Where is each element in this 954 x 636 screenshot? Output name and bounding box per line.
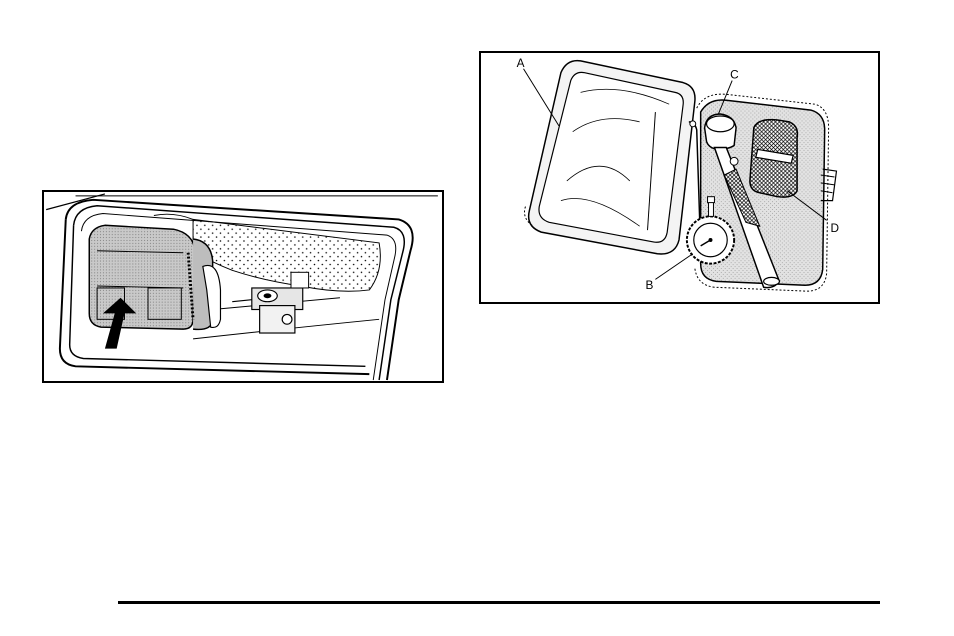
callout-b-label: B: [646, 278, 654, 292]
emergency-kit-illustration: A C B D: [481, 53, 878, 302]
callout-d-label: D: [831, 221, 840, 235]
trunk-storage-figure: [42, 190, 444, 383]
callout-c-label: C: [730, 68, 739, 82]
callout-a-label: A: [517, 56, 525, 70]
gloves-icon: [750, 120, 798, 197]
trunk-storage-bag-illustration: [44, 192, 442, 381]
footer-rule: [118, 601, 880, 604]
emergency-kit-figure: A C B D: [479, 51, 880, 304]
